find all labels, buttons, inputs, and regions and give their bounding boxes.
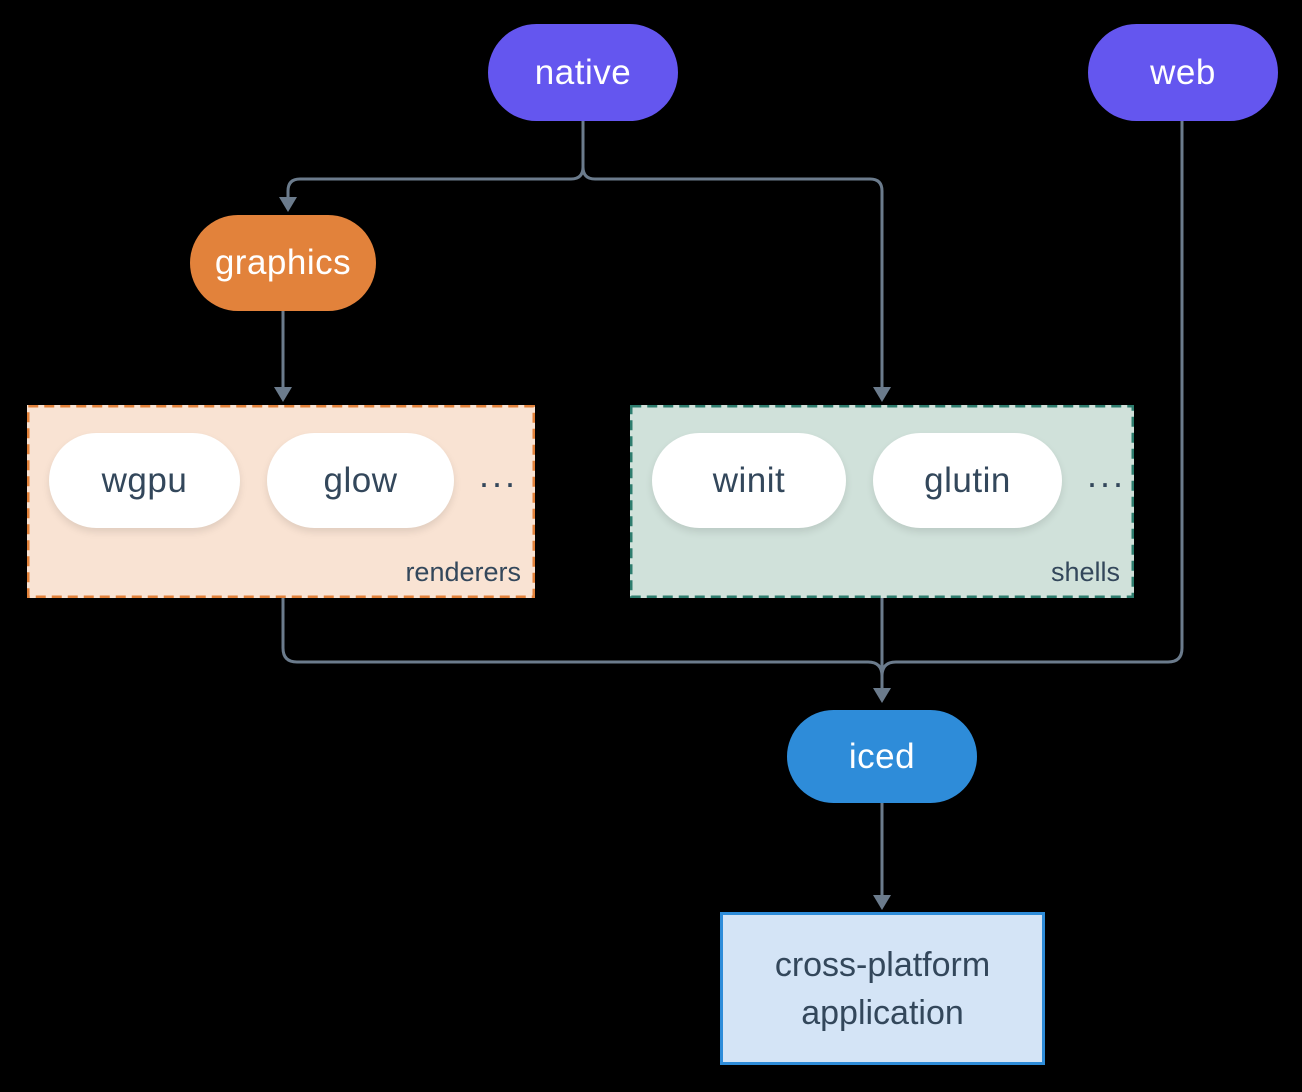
renderers-ellipsis: ... — [479, 453, 519, 495]
edge-renderers-iced — [281, 598, 884, 677]
edge-native-graphics — [286, 121, 585, 198]
node-winit: winit — [652, 433, 846, 528]
node-glow: glow — [267, 433, 454, 528]
node-iced-label: iced — [848, 736, 916, 776]
node-native-label: native — [534, 52, 632, 92]
node-graphics-label: graphics — [214, 243, 352, 282]
renderers-dashed-border — [27, 405, 535, 598]
node-web-label: web — [1150, 52, 1216, 92]
shells-dashed-border — [630, 405, 1134, 598]
node-wgpu: wgpu — [49, 433, 240, 528]
node-graphics: graphics — [190, 215, 376, 311]
node-application: cross-platform application — [720, 912, 1045, 1065]
node-glutin-label: glutin — [924, 460, 1011, 500]
shells-row: winit glutin ... — [652, 433, 1124, 528]
node-iced: iced — [787, 710, 977, 803]
arrowhead-icon — [873, 387, 891, 402]
shells-label: shells — [1050, 557, 1120, 587]
node-native: native — [488, 24, 678, 121]
node-winit-label: winit — [712, 460, 786, 500]
group-renderers: wgpu glow ... renderers — [27, 405, 535, 598]
group-shells: winit glutin ... shells — [630, 405, 1134, 598]
node-wgpu-label: wgpu — [101, 460, 188, 500]
shells-ellipsis: ... — [1087, 453, 1127, 495]
renderers-label: renderers — [405, 557, 521, 587]
node-glutin: glutin — [873, 433, 1062, 528]
arrowhead-icon — [274, 387, 292, 402]
edge-native-shells — [581, 121, 884, 388]
renderers-row: wgpu glow ... — [49, 433, 525, 528]
node-web: web — [1088, 24, 1278, 121]
arrowhead-icon — [873, 895, 891, 910]
application-label-line1: cross-platform — [774, 945, 991, 984]
node-glow-label: glow — [323, 460, 398, 500]
application-label-line2: application — [801, 993, 964, 1032]
arrowhead-icon — [873, 688, 891, 703]
arrowhead-icon — [279, 197, 297, 212]
